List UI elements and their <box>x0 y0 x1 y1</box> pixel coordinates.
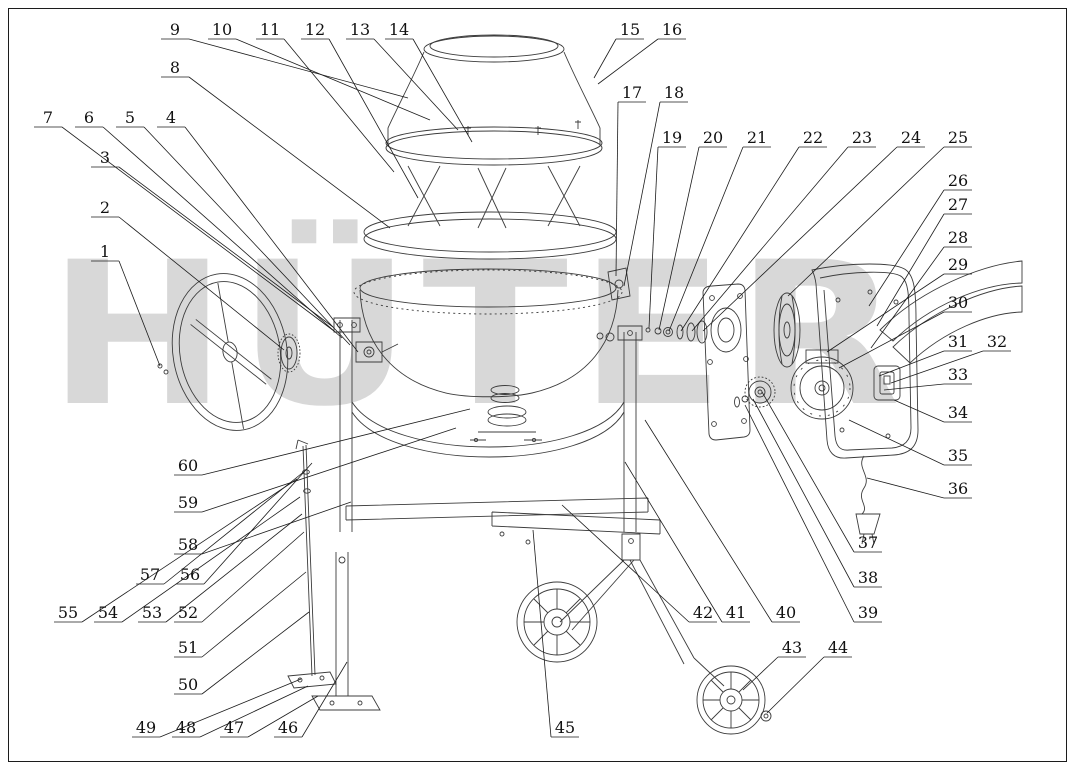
part-number-33: 33 <box>947 365 969 384</box>
part-number-34: 34 <box>947 403 969 422</box>
transport-wheel-left <box>516 581 598 663</box>
part-number-20: 20 <box>702 128 724 147</box>
drum-mid-ring <box>363 165 617 260</box>
part-number-4: 4 <box>165 108 177 127</box>
part-number-37: 37 <box>857 533 879 552</box>
wheel-pinion-gear <box>157 333 301 375</box>
part-number-46: 46 <box>277 718 299 737</box>
mixing-bowl <box>353 268 623 443</box>
part-number-59: 59 <box>177 493 199 512</box>
part-number-17: 17 <box>621 83 643 102</box>
part-number-58: 58 <box>177 535 199 554</box>
power-cord-plug <box>855 455 881 545</box>
part-number-10: 10 <box>211 20 233 39</box>
part-number-6: 6 <box>83 108 95 127</box>
support-leg <box>311 552 381 711</box>
lock-rod <box>287 439 337 689</box>
transport-wheel-right <box>696 665 772 735</box>
part-number-53: 53 <box>141 603 163 622</box>
towbar-frame <box>559 533 725 687</box>
brand-swoosh <box>879 260 1023 364</box>
part-number-19: 19 <box>661 128 683 147</box>
part-number-41: 41 <box>725 603 747 622</box>
part-number-36: 36 <box>947 479 969 498</box>
motor-mount-plate <box>702 283 751 441</box>
drum-cone-top <box>385 34 603 166</box>
part-number-54: 54 <box>97 603 119 622</box>
part-number-28: 28 <box>947 228 969 247</box>
part-number-52: 52 <box>177 603 199 622</box>
part-number-50: 50 <box>177 675 199 694</box>
part-number-49: 49 <box>135 718 157 737</box>
part-number-23: 23 <box>851 128 873 147</box>
part-number-18: 18 <box>663 83 685 102</box>
motor-pinion <box>734 376 776 408</box>
part-number-30: 30 <box>947 293 969 312</box>
part-number-29: 29 <box>947 255 969 274</box>
belt-cover <box>811 263 919 459</box>
part-number-31: 31 <box>947 332 969 351</box>
part-number-5: 5 <box>124 108 136 127</box>
part-number-16: 16 <box>661 20 683 39</box>
part-number-11: 11 <box>259 20 281 39</box>
part-number-43: 43 <box>781 638 803 657</box>
brand-swoosh-red <box>879 260 1023 342</box>
part-number-44: 44 <box>827 638 849 657</box>
power-switch <box>873 365 901 401</box>
part-number-9: 9 <box>169 20 181 39</box>
part-number-55: 55 <box>57 603 79 622</box>
brand-swoosh-yellow <box>892 285 1023 364</box>
part-number-8: 8 <box>169 58 181 77</box>
part-number-2: 2 <box>99 198 111 217</box>
part-number-26: 26 <box>947 171 969 190</box>
part-number-45: 45 <box>554 718 576 737</box>
part-number-38: 38 <box>857 568 879 587</box>
part-number-57: 57 <box>139 565 161 584</box>
frame-left-post <box>333 317 399 532</box>
part-number-51: 51 <box>177 638 199 657</box>
part-number-35: 35 <box>947 446 969 465</box>
part-number-24: 24 <box>900 128 922 147</box>
part-number-15: 15 <box>619 20 641 39</box>
part-number-14: 14 <box>388 20 410 39</box>
part-number-22: 22 <box>802 128 824 147</box>
frame-cross-beams <box>345 497 661 545</box>
part-number-48: 48 <box>175 718 197 737</box>
shaft-hardware <box>596 267 708 344</box>
part-number-40: 40 <box>775 603 797 622</box>
part-number-21: 21 <box>746 128 768 147</box>
part-number-42: 42 <box>692 603 714 622</box>
part-number-39: 39 <box>857 603 879 622</box>
part-number-1: 1 <box>99 242 111 261</box>
part-number-56: 56 <box>179 565 201 584</box>
part-number-13: 13 <box>349 20 371 39</box>
drive-pulley <box>773 292 801 368</box>
part-number-60: 60 <box>177 456 199 475</box>
hand-wheel <box>171 273 289 431</box>
part-number-32: 32 <box>986 332 1008 351</box>
part-number-7: 7 <box>42 108 54 127</box>
leader-lines <box>34 38 1011 738</box>
part-number-3: 3 <box>99 148 111 167</box>
part-number-47: 47 <box>223 718 245 737</box>
part-number-27: 27 <box>947 195 969 214</box>
part-number-25: 25 <box>947 128 969 147</box>
part-number-12: 12 <box>304 20 326 39</box>
